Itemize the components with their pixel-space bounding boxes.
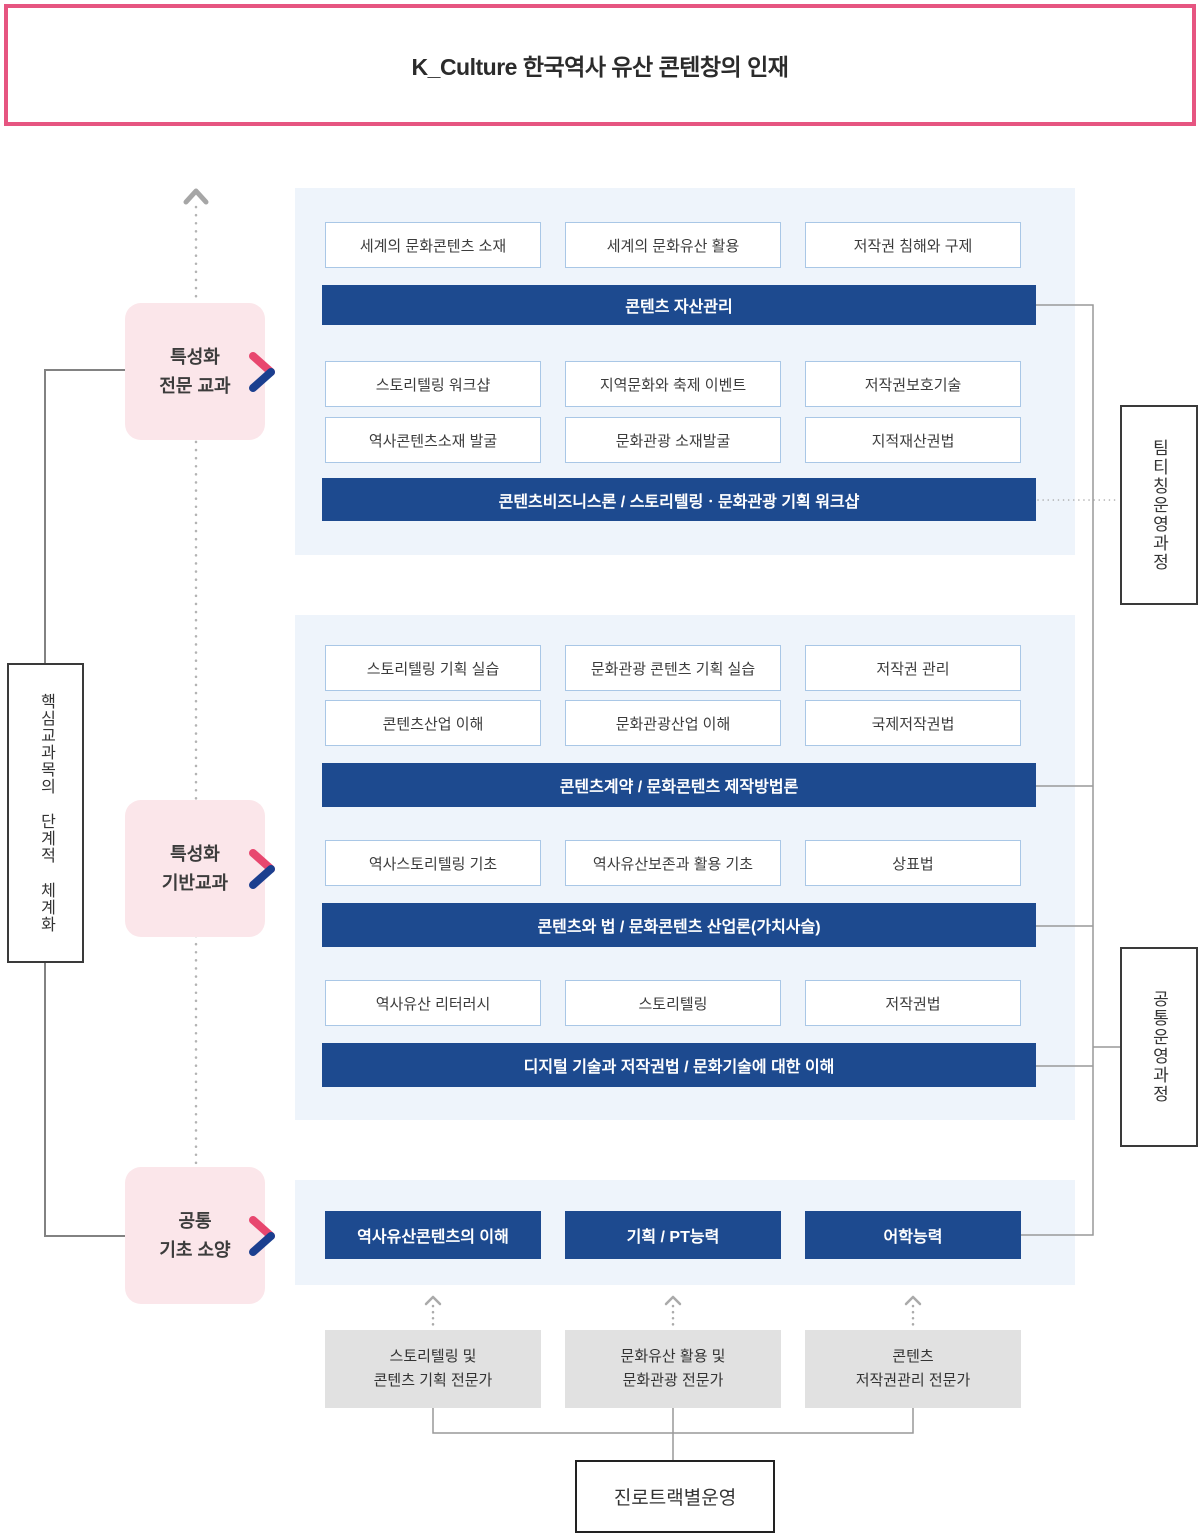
career-box: 문화유산 활용 및 문화관광 전문가 [565, 1330, 781, 1408]
core-bar: 콘텐츠비즈니스론 / 스토리텔링ㆍ문화관광 기획 워크샵 [322, 478, 1036, 521]
core-bar: 디지털 기술과 저작권법 / 문화기술에 대한 이해 [322, 1043, 1036, 1087]
career-tree-line [432, 1408, 914, 1434]
course-box: 스토리텔링 [565, 980, 781, 1026]
core-bar: 콘텐츠와 법 / 문화콘텐츠 산업론(가치사슬) [322, 903, 1036, 947]
course-box: 국제저작권법 [805, 700, 1021, 746]
level-box-specialized-basic: 특성화 기반교과 [125, 800, 275, 937]
arrow-up-icon [904, 1295, 922, 1306]
level-box-common-basic: 공통 기초 소양 [125, 1167, 275, 1304]
course-box: 저작권 관리 [805, 645, 1021, 691]
course-box: 저작권 침해와 구제 [805, 222, 1021, 268]
career-box: 스토리텔링 및 콘텐츠 기획 전문가 [325, 1330, 541, 1408]
arrow-up-icon [424, 1295, 442, 1306]
course-box: 역사유산보존과 활용 기초 [565, 840, 781, 886]
competency-box: 역사유산콘텐츠의 이해 [325, 1211, 541, 1259]
course-box: 스토리텔링 기획 실습 [325, 645, 541, 691]
course-box: 상표법 [805, 840, 1021, 886]
course-box: 스토리텔링 워크샵 [325, 361, 541, 407]
course-box: 역사유산 리터러시 [325, 980, 541, 1026]
career-track-box: 진로트랙별운영 [575, 1460, 775, 1533]
header-banner: K_Culture 한국역사 유산 콘텐창의 인재 [4, 4, 1196, 126]
course-box: 역사콘텐츠소재 발굴 [325, 417, 541, 463]
chevron-right-icon [249, 848, 275, 889]
core-bar: 콘텐츠계약 / 문화콘텐츠 제작방법론 [322, 763, 1036, 807]
chevron-right-icon [249, 1215, 275, 1256]
course-box: 저작권법 [805, 980, 1021, 1026]
competency-box: 기획 / PT능력 [565, 1211, 781, 1259]
level-box-specialized-advanced: 특성화 전문 교과 [125, 303, 275, 440]
course-box: 세계의 문화유산 활용 [565, 222, 781, 268]
common-operation-box: 공통운영과정 [1120, 947, 1198, 1147]
course-box: 문화관광산업 이해 [565, 700, 781, 746]
competency-box: 어학능력 [805, 1211, 1021, 1259]
course-box: 지적재산권법 [805, 417, 1021, 463]
arrow-up-icon [183, 188, 209, 205]
career-box: 콘텐츠 저작권관리 전문가 [805, 1330, 1021, 1408]
page-title: K_Culture 한국역사 유산 콘텐창의 인재 [411, 54, 789, 80]
core-bar: 콘텐츠 자산관리 [322, 285, 1036, 325]
course-box: 문화관광 콘텐츠 기획 실습 [565, 645, 781, 691]
course-box: 저작권보호기술 [805, 361, 1021, 407]
course-box: 콘텐츠산업 이해 [325, 700, 541, 746]
course-box: 역사스토리텔링 기초 [325, 840, 541, 886]
course-box: 문화관광 소재발굴 [565, 417, 781, 463]
course-box: 세계의 문화콘텐츠 소재 [325, 222, 541, 268]
course-box: 지역문화와 축제 이벤트 [565, 361, 781, 407]
team-teaching-box: 팀티칭운영과정 [1120, 405, 1198, 605]
chevron-right-icon [249, 351, 275, 392]
axis-box-core-curriculum: 핵심교과목의 단계적 체계화 [7, 663, 84, 963]
arrow-up-icon [664, 1295, 682, 1306]
